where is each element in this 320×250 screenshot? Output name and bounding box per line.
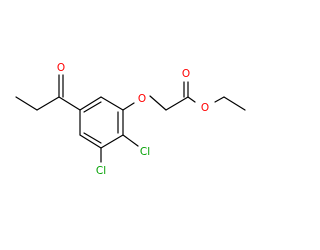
chlorine-3-label: Cl [96, 165, 106, 177]
aryl-ether-bond [122, 102, 135, 111]
ester-single-bond [187, 96, 196, 103]
benzene-ring [79, 96, 124, 149]
ch2-carbonyl-bond [165, 96, 189, 111]
chain-bond [58, 96, 81, 111]
ethyl-o-bond [214, 96, 225, 103]
molecule-canvas: O O O O Cl Cl [15, 62, 246, 177]
structure-diagram: O O O O Cl Cl [15, 62, 246, 177]
ring-bond [100, 134, 124, 149]
ester-oxygen-label: O [201, 102, 209, 114]
chain-bond [36, 96, 60, 111]
ether-ch2-bond [149, 95, 167, 111]
ketone-oxygen-label: O [57, 62, 65, 74]
ring-double-bond [83, 101, 102, 113]
chlorine-2-label: Cl [140, 146, 150, 158]
oxyacetate-chain [122, 81, 246, 111]
carbonyl-oxygen-label: O [182, 68, 190, 80]
butanoyl-chain [15, 74, 81, 111]
ring-double-bond [83, 132, 102, 144]
ring-bond [100, 96, 124, 111]
ring-bond [79, 96, 102, 111]
ring-bond [79, 134, 102, 149]
chain-bond [15, 96, 38, 111]
chloro-substituents [100, 134, 139, 163]
c2-cl-bond [122, 134, 139, 147]
ether-oxygen-label: O [138, 93, 146, 105]
ethyl-bond [223, 96, 246, 111]
